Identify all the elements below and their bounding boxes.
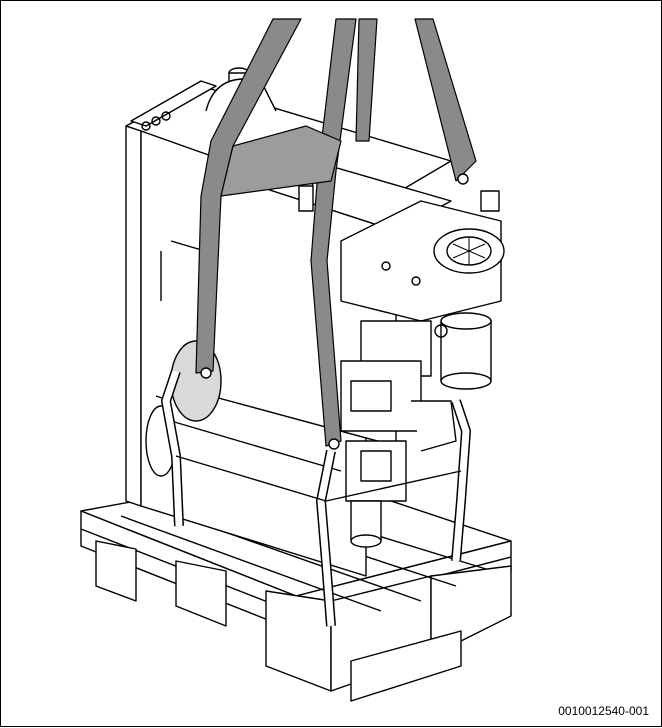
burner-fan-assembly <box>340 190 505 548</box>
wooden-pallet <box>80 470 512 702</box>
figure-id-label: 0010012540-001 <box>558 704 649 718</box>
lifting-straps <box>195 18 477 447</box>
strap-hooks <box>200 173 469 450</box>
support-legs <box>161 369 471 627</box>
